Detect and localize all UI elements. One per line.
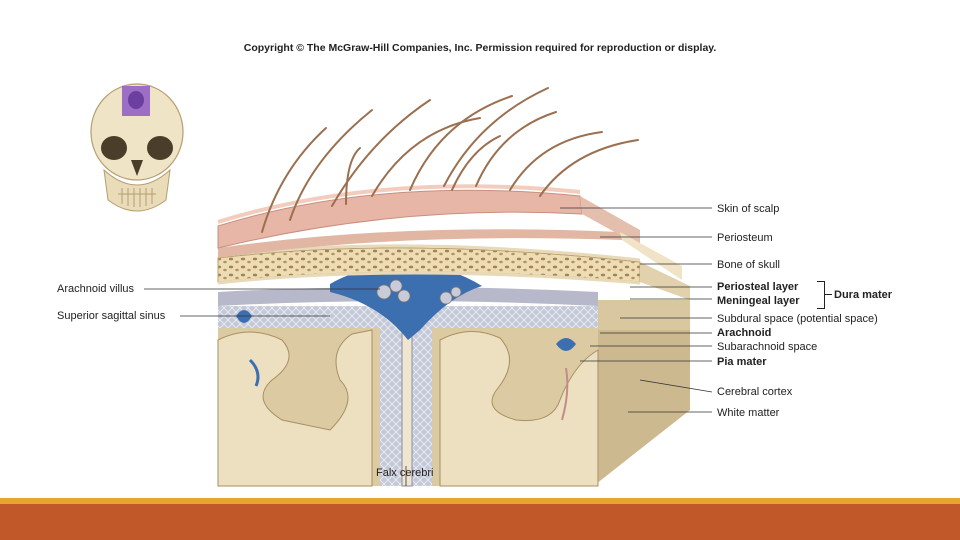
label-arachnoid-villus: Arachnoid villus <box>57 283 134 296</box>
label-periosteal-layer: Periosteal layer <box>717 281 798 294</box>
label-dura-mater: Dura mater <box>834 289 892 302</box>
label-falx-cerebri: Falx cerebri <box>376 467 433 480</box>
label-periosteum: Periosteum <box>717 232 773 245</box>
label-white-matter: White matter <box>717 407 779 420</box>
label-subarachnoid-space: Subarachnoid space <box>717 341 817 354</box>
dura-mater-bracket <box>817 281 825 309</box>
label-skin-of-scalp: Skin of scalp <box>717 203 779 216</box>
label-cerebral-cortex: Cerebral cortex <box>717 386 792 399</box>
label-pia-mater: Pia mater <box>717 356 767 369</box>
label-superior-sagittal-sinus: Superior sagittal sinus <box>57 310 165 323</box>
label-bone-of-skull: Bone of skull <box>717 259 780 272</box>
label-subdural-space: Subdural space (potential space) <box>717 313 878 326</box>
dura-mater-bracket-tick <box>824 294 832 295</box>
cortex-side <box>596 300 690 330</box>
label-arachnoid: Arachnoid <box>717 327 771 340</box>
label-meningeal-layer: Meningeal layer <box>717 295 800 308</box>
footer-bar <box>0 504 960 540</box>
